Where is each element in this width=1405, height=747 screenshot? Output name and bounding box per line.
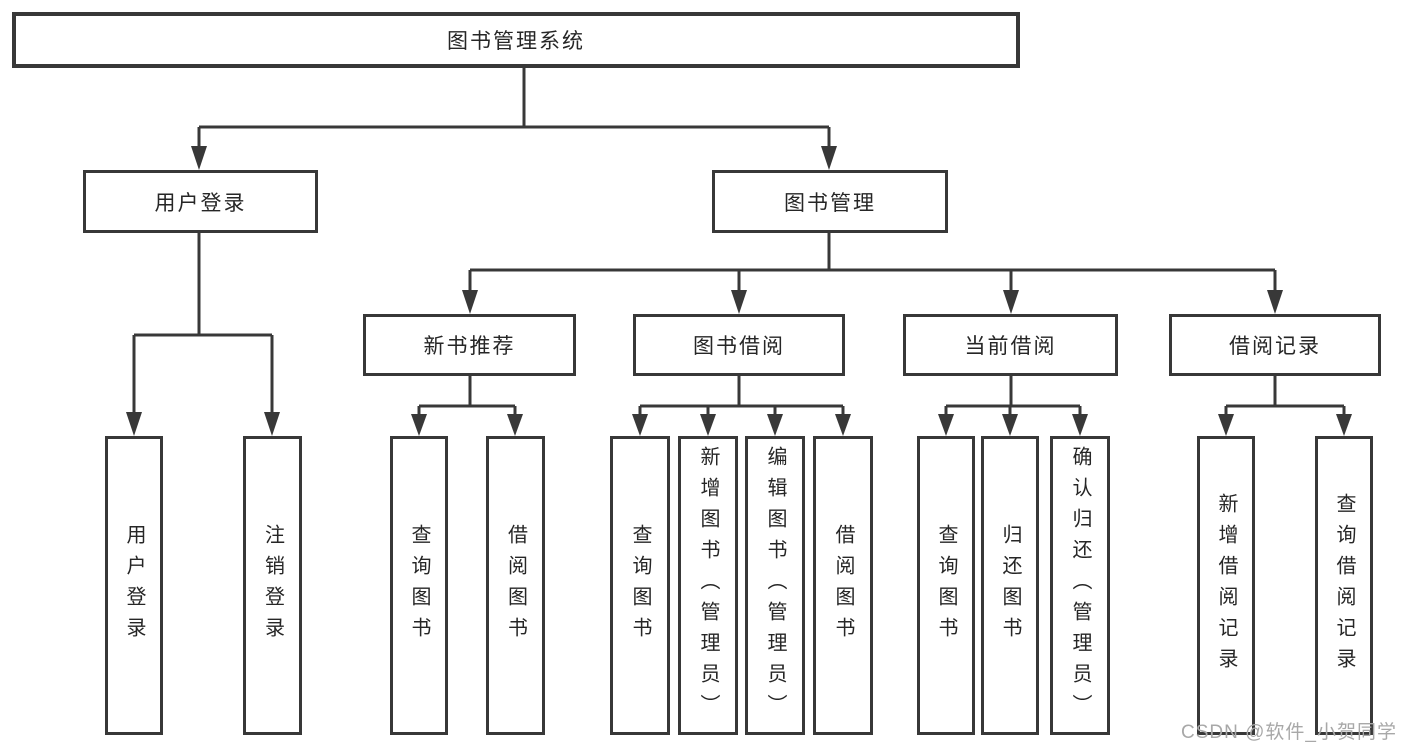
leaf-query-books-borrow: 查询图书 — [610, 436, 670, 735]
node-current-borrow: 当前借阅 — [903, 314, 1118, 376]
node-new-book-recommend-label: 新书推荐 — [423, 335, 516, 358]
connector-book-borrow-to-leaves — [632, 376, 851, 436]
connector-current-borrow-to-leaves — [938, 376, 1088, 436]
leaf-add-borrow-record: 新增借阅记录 — [1197, 436, 1255, 735]
leaf-logout: 注销登录 — [243, 436, 302, 735]
leaf-add-book-admin: 新增图书（管理员） — [678, 436, 738, 735]
node-book-management-label: 图书管理 — [784, 191, 876, 215]
leaf-borrow-books-recommend-label: 借阅图书 — [504, 523, 527, 648]
node-book-management: 图书管理 — [712, 170, 948, 233]
node-book-borrow-label: 图书借阅 — [693, 335, 785, 358]
leaf-return-book: 归还图书 — [981, 436, 1039, 735]
leaf-query-books-recommend-label: 查询图书 — [408, 523, 430, 648]
leaf-user-login-label: 用户登录 — [123, 523, 145, 648]
node-new-book-recommend: 新书推荐 — [363, 314, 576, 376]
node-user-login-label: 用户登录 — [154, 191, 247, 215]
leaf-user-login: 用户登录 — [105, 436, 163, 735]
node-borrow-records: 借阅记录 — [1169, 314, 1381, 376]
leaf-query-borrow-record-label: 查询借阅记录 — [1333, 492, 1355, 679]
node-root-label: 图书管理系统 — [447, 30, 585, 53]
leaf-confirm-return-admin: 确认归还（管理员） — [1050, 436, 1110, 735]
csdn-watermark: CSDN @软件_小贺同学 — [1181, 722, 1397, 743]
leaf-query-books-current: 查询图书 — [917, 436, 975, 735]
connector-borrow-records-to-leaves — [1218, 376, 1352, 436]
leaf-edit-book-admin: 编辑图书（管理员） — [745, 436, 805, 735]
leaf-query-books-borrow-label: 查询图书 — [629, 523, 651, 648]
leaf-query-borrow-record: 查询借阅记录 — [1315, 436, 1373, 735]
leaf-add-borrow-record-label: 新增借阅记录 — [1215, 492, 1237, 679]
leaf-query-books-recommend: 查询图书 — [390, 436, 448, 735]
node-current-borrow-label: 当前借阅 — [964, 335, 1057, 358]
leaf-confirm-return-admin-label: 确认归还（管理员） — [1069, 446, 1091, 725]
connector-new-book-recommend-to-leaves — [411, 376, 523, 436]
leaf-return-book-label: 归还图书 — [999, 523, 1021, 648]
leaf-borrow-books: 借阅图书 — [813, 436, 873, 735]
leaf-query-books-current-label: 查询图书 — [935, 523, 957, 648]
leaf-edit-book-admin-label: 编辑图书（管理员） — [764, 446, 786, 725]
node-book-borrow: 图书借阅 — [633, 314, 845, 376]
connector-root-to-level2 — [191, 68, 837, 170]
leaf-logout-label: 注销登录 — [261, 523, 284, 648]
connector-user-login-to-leaves — [126, 233, 280, 436]
node-user-login: 用户登录 — [83, 170, 318, 233]
leaf-borrow-books-recommend: 借阅图书 — [486, 436, 545, 735]
connector-book-management-to-level3 — [462, 233, 1283, 314]
node-root: 图书管理系统 — [12, 12, 1020, 68]
node-borrow-records-label: 借阅记录 — [1229, 335, 1321, 358]
leaf-borrow-books-label: 借阅图书 — [832, 523, 854, 648]
leaf-add-book-admin-label: 新增图书（管理员） — [697, 446, 719, 725]
